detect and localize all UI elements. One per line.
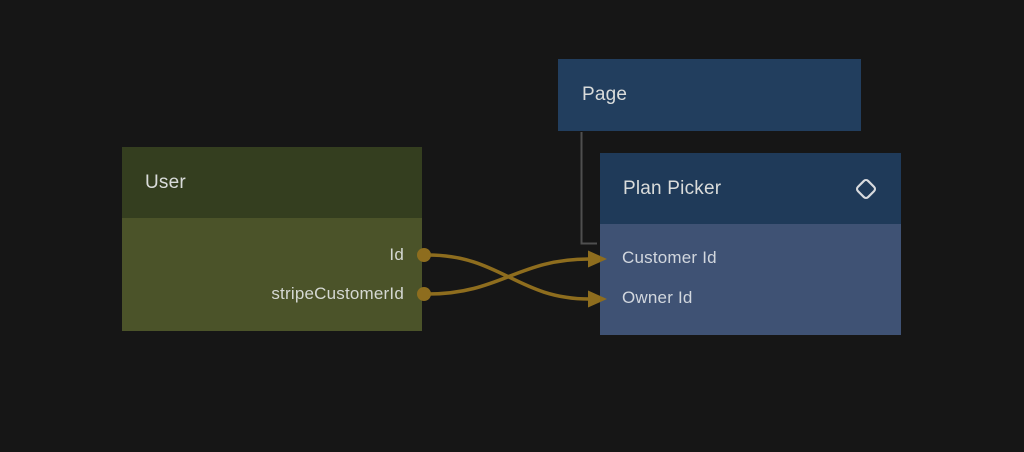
node-plan-picker[interactable]: Plan Picker Customer Id Owner Id — [600, 153, 901, 335]
node-user-title: User — [145, 171, 186, 193]
field-user-id[interactable]: Id — [140, 235, 404, 274]
node-plan-picker-header[interactable]: Plan Picker — [600, 153, 901, 224]
node-plan-picker-title: Plan Picker — [623, 177, 722, 199]
node-user[interactable]: User Id stripeCustomerId — [122, 147, 422, 331]
node-plan-picker-body: Customer Id Owner Id — [600, 224, 901, 335]
edge-user-id-to-owner-id[interactable] — [417, 248, 607, 308]
field-plan-picker-owner-id-label: Owner Id — [622, 288, 693, 307]
field-user-stripecustomerid-label: stripeCustomerId — [271, 283, 404, 303]
field-plan-picker-customer-id-label: Customer Id — [622, 248, 717, 267]
diamond-icon — [855, 178, 877, 199]
field-plan-picker-owner-id[interactable]: Owner Id — [622, 278, 883, 318]
hierarchy-elbow-line — [580, 132, 597, 245]
node-user-header[interactable]: User — [122, 147, 422, 218]
node-page-title: Page — [582, 84, 628, 105]
edge-stripecustomerid-to-customer-id-path[interactable] — [427, 257, 590, 296]
node-page-header[interactable]: Page — [558, 59, 861, 131]
node-page[interactable]: Page — [558, 59, 861, 131]
node-user-body: Id stripeCustomerId — [122, 218, 422, 331]
edge-user-id-to-owner-id-path[interactable] — [427, 253, 590, 301]
field-user-stripecustomerid[interactable]: stripeCustomerId — [140, 274, 404, 313]
field-user-id-label: Id — [389, 244, 404, 264]
field-plan-picker-customer-id[interactable]: Customer Id — [622, 238, 883, 278]
edge-stripecustomerid-to-customer-id[interactable] — [417, 250, 607, 302]
